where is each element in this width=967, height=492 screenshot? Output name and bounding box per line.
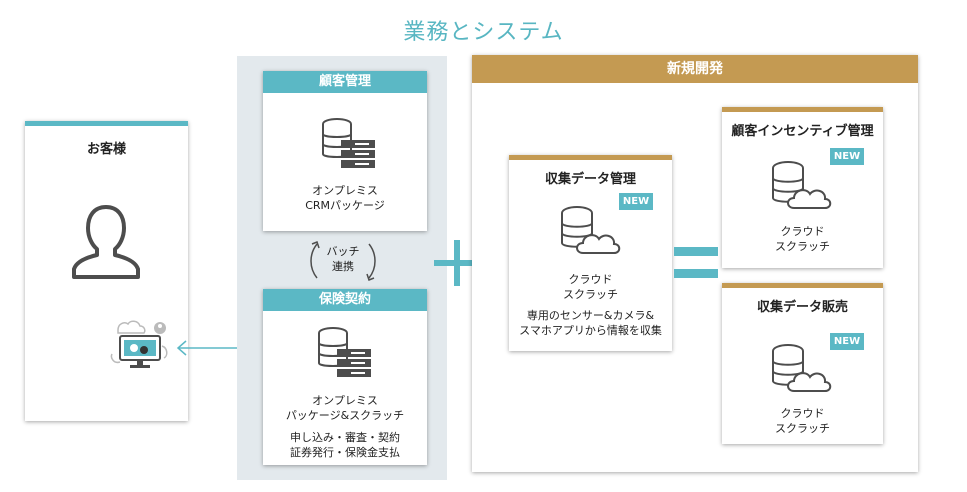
equals-sign xyxy=(674,247,718,256)
incentive-title: 顧客インセンティブ管理 xyxy=(731,124,874,139)
insurance-header: 保険契約 xyxy=(263,289,427,311)
batch-line2: 連携 xyxy=(332,260,354,273)
new-badge: NEW xyxy=(830,333,864,350)
insurance-desc1: 申し込み・審査・契約 xyxy=(290,431,400,444)
plus-sign xyxy=(454,240,460,286)
incentive-card: 顧客インセンティブ管理 NEW クラウド スクラッチ xyxy=(722,107,883,268)
cloud-settings-monitor-icon xyxy=(110,320,168,368)
crm-line2: CRMパッケージ xyxy=(305,199,385,212)
page-title: 業務とシステム xyxy=(403,20,564,45)
sales-line1: クラウド xyxy=(780,407,825,420)
new-development-header: 新規開発 xyxy=(472,55,918,83)
batch-line1: バッチ xyxy=(326,245,360,258)
collection-desc2: スマホアプリから情報を収集 xyxy=(519,324,662,337)
insurance-desc2: 証券発行・保険金支払 xyxy=(290,446,400,459)
crm-line1: オンプレミス xyxy=(312,184,378,197)
cloud-database-icon xyxy=(772,161,832,209)
insurance-line1: オンプレミス xyxy=(312,394,378,407)
sales-title: 収集データ販売 xyxy=(756,300,848,315)
sync-arrows-icon xyxy=(310,241,376,281)
sales-line2: スクラッチ xyxy=(775,422,830,435)
equals-sign xyxy=(674,269,718,278)
new-badge: NEW xyxy=(830,148,864,165)
insurance-card: 保険契約 オンプレミス パッケージ&スクラッチ 申し込み・審査・契約 証券発行・… xyxy=(263,289,427,465)
server-database-icon xyxy=(322,118,375,168)
insurance-line2: パッケージ&スクラッチ xyxy=(285,409,405,422)
crm-header: 顧客管理 xyxy=(263,71,427,93)
user-icon xyxy=(72,205,140,279)
new-badge: NEW xyxy=(619,193,653,210)
collection-title: 収集データ管理 xyxy=(544,172,636,187)
incentive-line1: クラウド xyxy=(780,225,825,238)
sales-card: 収集データ販売 NEW クラウド スクラッチ xyxy=(722,283,883,444)
cloud-database-icon xyxy=(772,344,832,392)
server-database-icon xyxy=(318,327,371,377)
customer-title: お客様 xyxy=(86,142,126,157)
collection-desc1: 専用のセンサー&カメラ& xyxy=(526,309,655,322)
collection-line2: スクラッチ xyxy=(563,288,618,301)
customer-card: お客様 xyxy=(25,121,188,421)
incentive-line2: スクラッチ xyxy=(775,240,830,253)
collection-card: 収集データ管理 NEW クラウド スクラッチ 専用のセンサー&カメラ& スマホア… xyxy=(509,155,672,351)
cloud-database-icon xyxy=(561,206,621,254)
crm-card: 顧客管理 オンプレミス CRMパッケージ xyxy=(263,71,427,231)
collection-line1: クラウド xyxy=(568,273,613,286)
